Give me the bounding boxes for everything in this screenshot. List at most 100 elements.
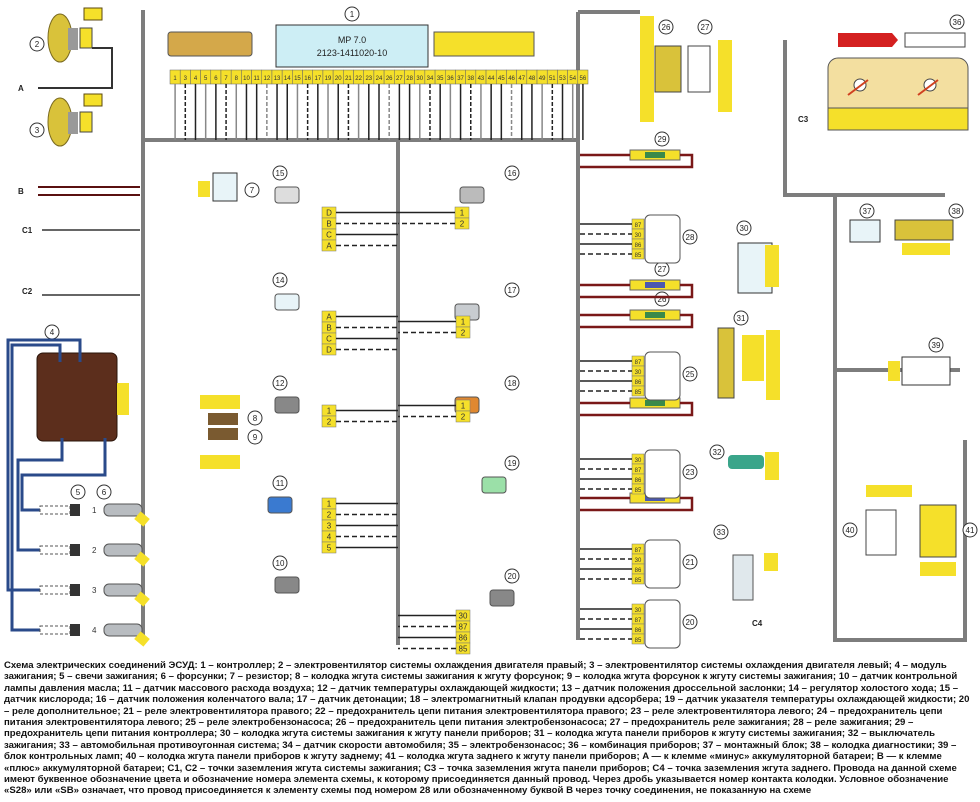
injector-connector [134, 511, 150, 527]
component-number [272, 555, 288, 571]
controller-pin-label: 35 [437, 76, 444, 82]
mounting-block: 37 [849, 203, 881, 243]
sensor-pin-label: 30 [459, 612, 468, 621]
controller-pin-label: 15 [294, 76, 301, 82]
controller-pin-label: 47 [518, 76, 525, 82]
controller-pin-label: 56 [580, 76, 587, 82]
ground-c2-label: C2 [22, 287, 33, 296]
svg-text:9: 9 [253, 433, 258, 442]
component-number-label: 6 [102, 488, 107, 497]
sensors: DBCA151216ABCD14121712121218123451119103… [267, 165, 520, 655]
svg-text:8: 8 [253, 414, 258, 423]
relay-pin-label: 87 [635, 548, 642, 554]
svg-text:26: 26 [662, 23, 671, 32]
component-number-label: 12 [276, 379, 285, 388]
relay-pin-label: 86 [635, 628, 642, 634]
fuse-wire [580, 313, 694, 329]
sensor-pin-label: B [326, 220, 331, 229]
cylinder-number: 3 [92, 586, 97, 595]
spark-plug-lead [39, 545, 71, 555]
component-number-label: 28 [686, 233, 695, 242]
sensor-pin-label: 4 [327, 533, 332, 542]
component-number-label: 17 [508, 286, 517, 295]
relay-body [644, 449, 681, 499]
controller-pin-label: 34 [427, 76, 434, 82]
component-number-label: 14 [276, 276, 285, 285]
fuse [645, 400, 665, 406]
sensor-pin-label: D [326, 346, 332, 355]
relay-pin-label: 86 [635, 243, 642, 249]
sensor-body [459, 186, 485, 204]
sensor-body [274, 396, 300, 414]
sensor-body [274, 576, 300, 594]
svg-text:27: 27 [701, 23, 710, 32]
spark-plug-lead [39, 625, 71, 635]
controller-pin-label: 38 [467, 76, 474, 82]
spark-plug [70, 544, 80, 556]
sensor-body [481, 476, 507, 494]
relay-pin-label: 30 [635, 558, 642, 564]
ignition-module: 4 [6, 324, 129, 632]
svg-text:37: 37 [863, 207, 872, 216]
component-number [682, 464, 698, 480]
controller-pin-label: 51 [549, 76, 556, 82]
relay-pin-label: 30 [635, 458, 642, 464]
relay-pin-label: 87 [635, 468, 642, 474]
sensor-body [267, 496, 293, 514]
relays-and-fuses: 3087868520873086852122308786852324873086… [580, 131, 698, 649]
sensor-pin-label: 2 [461, 329, 466, 338]
svg-text:40: 40 [846, 526, 855, 535]
sensor-pin-label: 2 [327, 511, 332, 520]
relay-pin-label: 86 [635, 380, 642, 386]
warning-lamp-block: 39 [888, 337, 951, 386]
component-number-label: 11 [276, 479, 285, 488]
controller-pin-label: 1 [173, 76, 177, 82]
component-number [682, 366, 698, 382]
component-number-label: 21 [686, 558, 695, 567]
relay-body [644, 599, 681, 649]
component-number-label: 18 [508, 379, 517, 388]
sensor-pin-label: A [326, 242, 332, 251]
svg-text:41: 41 [966, 526, 975, 535]
diagram-caption: Схема электрических соединений ЭСУД: 1 –… [4, 660, 970, 797]
vehicle-speed-sensor: 32 [709, 444, 779, 480]
svg-text:30: 30 [740, 224, 749, 233]
spark-plug-lead [39, 505, 71, 515]
connector-8-9: 8 9 [200, 395, 263, 469]
relay-body [644, 539, 681, 589]
controller-pin-label: 27 [396, 76, 403, 82]
controller-pin-label: 22 [355, 76, 362, 82]
component-number-label: 29 [658, 135, 667, 144]
controller-pin-label: 24 [376, 76, 383, 82]
battery-leads [38, 47, 140, 296]
ground-c4-label: C4 [752, 619, 763, 628]
controller-pin-label: 16 [304, 76, 311, 82]
svg-text:2: 2 [35, 40, 40, 49]
relay-pin-label: 30 [635, 233, 642, 239]
injector [103, 583, 143, 597]
controller-pin-label: 4 [194, 76, 198, 82]
component-number [682, 554, 698, 570]
controller-pin-label: 54 [569, 76, 576, 82]
fuse-wire [580, 401, 694, 417]
sensor-pin-label: 86 [459, 634, 468, 643]
spark-plug-lead [39, 585, 71, 595]
sensor-pin-label: C [326, 335, 332, 344]
ground-c3-label: C3 [798, 115, 809, 124]
component-number [272, 475, 288, 491]
sensor-pin-label: 1 [327, 407, 332, 416]
controller-pin-label: 5 [204, 76, 208, 82]
controller-pin-label: 20 [335, 76, 342, 82]
sensor-pin-label: 2 [327, 418, 332, 427]
sensor-pin-label: 1 [460, 209, 465, 218]
injector-connector [134, 551, 150, 567]
component-number [70, 484, 86, 500]
controller-pin-label: 17 [314, 76, 321, 82]
relay-body [644, 351, 681, 401]
immobilizer: 31 [717, 310, 780, 400]
sensor-pin-label: A [326, 313, 332, 322]
fuse [645, 152, 665, 158]
